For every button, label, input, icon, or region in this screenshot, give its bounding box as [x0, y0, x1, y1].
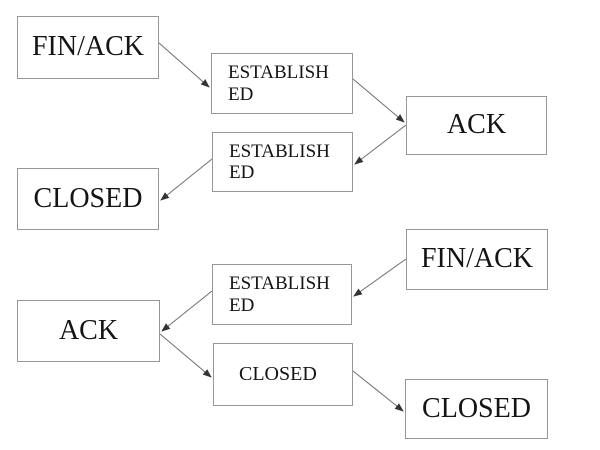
edge-established-1-to-ack-top	[352, 78, 405, 123]
edge-established-3-to-ack-bottom	[161, 290, 213, 332]
node-label: FIN/ACK	[31, 31, 144, 63]
node-ack-top: ACK	[406, 96, 547, 155]
node-label: ESTABLISHED	[228, 62, 329, 105]
node-label: CLOSED	[33, 182, 143, 214]
node-closed-left: CLOSED	[17, 168, 159, 230]
node-label: ACK	[446, 109, 507, 141]
node-finack-top: FIN/ACK	[17, 16, 159, 79]
node-closed-mid: CLOSED	[213, 343, 353, 406]
edge-ack-top-to-established-2	[354, 124, 407, 165]
edge-established-2-to-closed-left	[160, 158, 213, 201]
node-label: CLOSED	[422, 392, 531, 424]
edge-finack-right-to-established-3	[353, 258, 407, 297]
node-finack-right: FIN/ACK	[406, 229, 548, 290]
edge-ack-bottom-to-closed-mid	[159, 333, 212, 378]
edge-closed-mid-to-closed-bottom	[352, 370, 404, 412]
node-closed-bottom: CLOSED	[405, 379, 548, 439]
node-established-2: ESTABLISHED	[212, 132, 353, 192]
edge-finack-top-to-established-1	[158, 42, 210, 88]
node-label: ESTABLISHED	[229, 140, 330, 183]
node-label: FIN/ACK	[420, 243, 533, 275]
node-established-3: ESTABLISHED	[212, 264, 352, 325]
node-ack-bottom: ACK	[17, 300, 160, 362]
node-established-1: ESTABLISHED	[211, 53, 353, 114]
node-label: CLOSED	[239, 363, 317, 385]
node-label: ACK	[58, 314, 119, 346]
node-label: ESTABLISHED	[229, 273, 330, 316]
